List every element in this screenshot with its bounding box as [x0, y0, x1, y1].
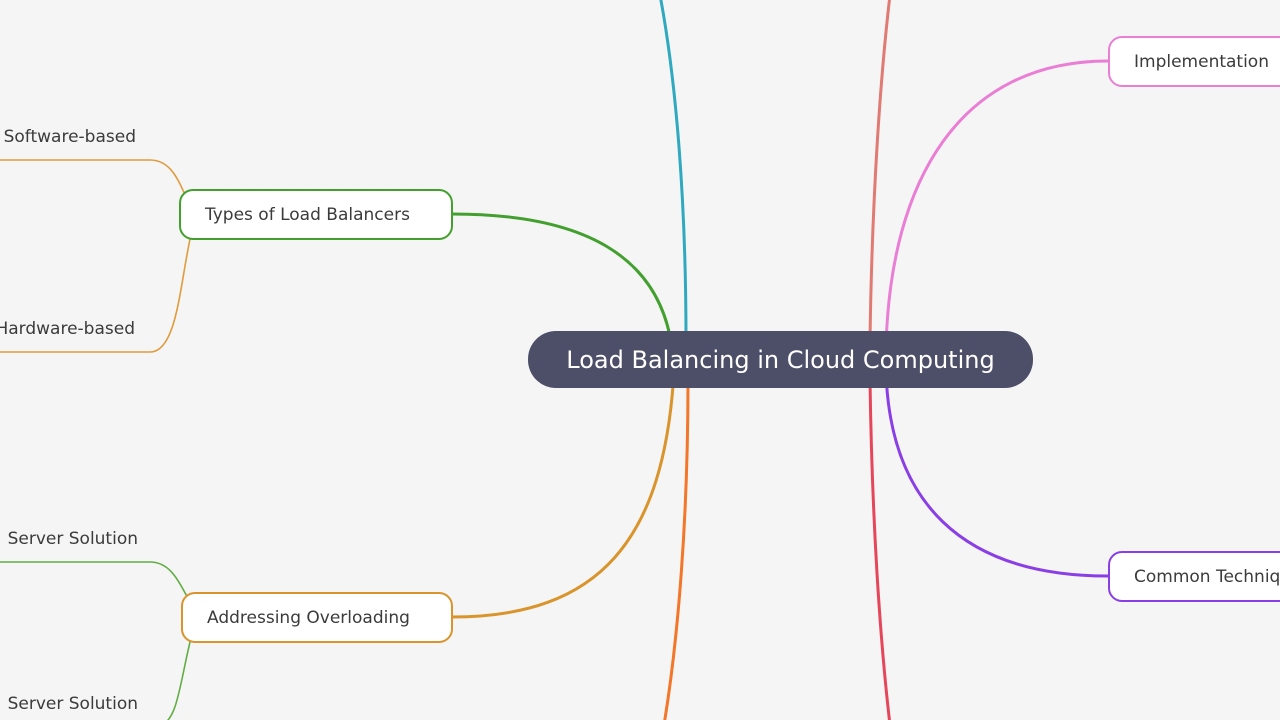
- connector-offscreen-bottom-right: [868, 378, 891, 720]
- connector-leaf-hardware-based: [0, 229, 193, 353]
- connector-common-techniques: [884, 370, 1110, 578]
- root-node[interactable]: Load Balancing in Cloud Computing: [528, 331, 1033, 388]
- connector-implementation: [884, 59, 1110, 350]
- topic-types-of-load-balancers[interactable]: Types of Load Balancers: [179, 189, 453, 240]
- connector-leaf-server-solution-2: [166, 633, 193, 720]
- subtopic-server-solution-2[interactable]: Server Solution: [7, 694, 138, 714]
- connector-leaf-software-based: [0, 159, 189, 203]
- connector-types-of-load-balancers: [450, 212, 674, 350]
- subtopic-server-solution-1[interactable]: Server Solution: [7, 529, 138, 549]
- topic-common-techniques[interactable]: Common Techniques: [1108, 551, 1280, 602]
- subtopic-hardware-based[interactable]: Hardware-based: [0, 319, 135, 339]
- subtopic-software-based[interactable]: Software-based: [3, 127, 136, 147]
- connector-leaf-server-solution-1: [0, 561, 191, 603]
- connector-offscreen-bottom-left: [663, 378, 690, 720]
- topic-addressing-overloading[interactable]: Addressing Overloading: [181, 592, 453, 643]
- topic-implementation[interactable]: Implementation: [1108, 36, 1280, 87]
- connector-offscreen-top-left: [659, 0, 688, 342]
- connector-offscreen-top-right: [868, 0, 891, 342]
- connector-addressing-overloading: [450, 370, 676, 619]
